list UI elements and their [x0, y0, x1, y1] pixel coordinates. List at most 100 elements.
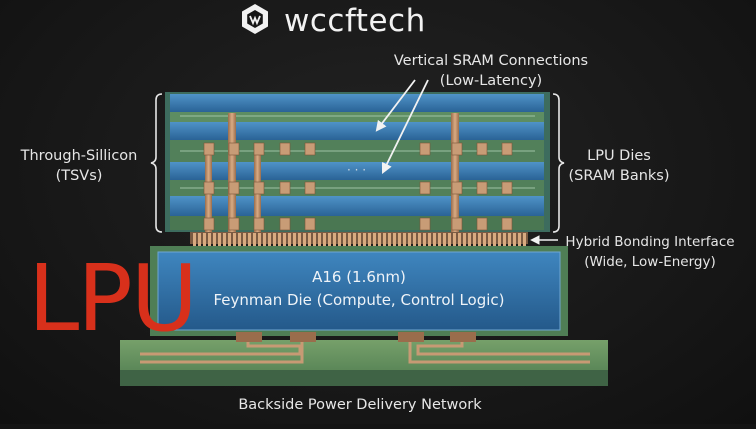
tsv-rod	[228, 113, 236, 235]
bonding-pin	[498, 233, 501, 246]
brand-header: wccftech	[242, 3, 425, 39]
sram-post	[228, 217, 240, 231]
bonding-pin	[348, 233, 351, 246]
interlayer-1	[170, 112, 544, 122]
bonding-pin	[193, 233, 196, 246]
sram-post	[253, 142, 265, 156]
power-trace	[140, 336, 304, 364]
sram-post	[451, 181, 463, 195]
bonding-pin	[213, 233, 216, 246]
bonding-pin	[238, 233, 241, 246]
bonding-pin	[338, 233, 341, 246]
bonding-pin	[323, 233, 326, 246]
bonding-pin	[198, 233, 201, 246]
annotation-hybrid-bonding: Hybrid Bonding Interface (Wide, Low-Ener…	[565, 234, 734, 270]
bump-pad	[236, 332, 262, 342]
bonding-pin	[203, 233, 206, 246]
sram-post	[203, 217, 215, 231]
bonding-pin	[223, 233, 226, 246]
bonding-pin	[428, 233, 431, 246]
sram-post	[228, 181, 240, 195]
sram-post	[419, 217, 431, 231]
bonding-pin	[343, 233, 346, 246]
sram-post	[304, 181, 316, 195]
lpu-die-layer-3	[170, 162, 544, 180]
bonding-pin	[408, 233, 411, 246]
bump-pad	[290, 332, 316, 342]
bonding-pin	[388, 233, 391, 246]
bonding-pin	[263, 233, 266, 246]
bonding-pin	[313, 233, 316, 246]
bonding-pin	[398, 233, 401, 246]
sram-post	[501, 142, 513, 156]
sram-post	[304, 142, 316, 156]
sram-post	[451, 142, 463, 156]
lpu-die-layer-2	[170, 122, 544, 140]
bonding-pin	[423, 233, 426, 246]
bonding-pin	[523, 233, 526, 246]
bonding-pin	[518, 233, 521, 246]
sram-post	[203, 142, 215, 156]
sram-post	[228, 142, 240, 156]
bonding-pin	[283, 233, 286, 246]
left-bracket	[150, 93, 163, 233]
bonding-pin	[468, 233, 471, 246]
sram-post	[203, 181, 215, 195]
bonding-pin	[358, 233, 361, 246]
bonding-pin	[218, 233, 221, 246]
bonding-pin	[478, 233, 481, 246]
lpu-dies-subtitle: (SRAM Banks)	[568, 168, 669, 184]
interlayer-4	[170, 216, 544, 230]
bonding-pin	[278, 233, 281, 246]
sram-post	[253, 217, 265, 231]
bonding-pin	[208, 233, 211, 246]
lpu-die-layer-4	[170, 196, 544, 216]
die-title: A16 (1.6nm)	[312, 268, 406, 286]
lpu-dies-title: LPU Dies	[587, 148, 651, 164]
sram-post	[501, 181, 513, 195]
bonding-pin	[258, 233, 261, 246]
bonding-pin	[418, 233, 421, 246]
bonding-pin	[363, 233, 366, 246]
sram-post	[279, 217, 291, 231]
bump-pad	[450, 332, 476, 342]
bonding-pin	[438, 233, 441, 246]
bonding-pin	[403, 233, 406, 246]
sram-post	[476, 181, 488, 195]
feynman-die-package: A16 (1.6nm) Feynman Die (Compute, Contro…	[150, 246, 568, 336]
bonding-pin	[503, 233, 506, 246]
bonding-pin	[268, 233, 271, 246]
bonding-pin	[373, 233, 376, 246]
sram-post	[279, 181, 291, 195]
bonding-pin	[243, 233, 246, 246]
sram-post	[476, 217, 488, 231]
through-silicon-subtitle: (TSVs)	[56, 168, 103, 184]
annotation-through-silicon: Through-Sillicon (TSVs)	[20, 148, 138, 184]
bonding-pin	[273, 233, 276, 246]
substrate	[120, 332, 608, 386]
bonding-pin	[318, 233, 321, 246]
lpu-die-stack: · · ·	[165, 92, 550, 235]
die-description: Feynman Die (Compute, Control Logic)	[213, 291, 504, 309]
sram-connection-posts	[203, 142, 513, 231]
feynman-die	[157, 251, 561, 331]
vertical-sram-subtitle: (Low-Latency)	[440, 73, 542, 89]
annotation-vertical-sram: Vertical SRAM Connections (Low-Latency)	[394, 53, 588, 89]
sram-post	[419, 181, 431, 195]
bonding-pin	[253, 233, 256, 246]
hybrid-bonding-title: Hybrid Bonding Interface	[565, 234, 734, 250]
sram-post	[304, 217, 316, 231]
stack-ellipsis: · · ·	[347, 163, 366, 177]
bonding-pin	[508, 233, 511, 246]
lpu-die-layer-1	[170, 94, 544, 112]
bonding-pin	[463, 233, 466, 246]
bonding-pin	[248, 233, 251, 246]
bonding-pin	[378, 233, 381, 246]
tsv-rod	[451, 113, 459, 235]
hybrid-bonding-interface	[190, 232, 528, 246]
bonding-pin	[333, 233, 336, 246]
bonding-pin	[298, 233, 301, 246]
right-bracket	[552, 93, 565, 233]
hybrid-bonding-subtitle: (Wide, Low-Energy)	[584, 254, 716, 270]
bonding-pin	[473, 233, 476, 246]
